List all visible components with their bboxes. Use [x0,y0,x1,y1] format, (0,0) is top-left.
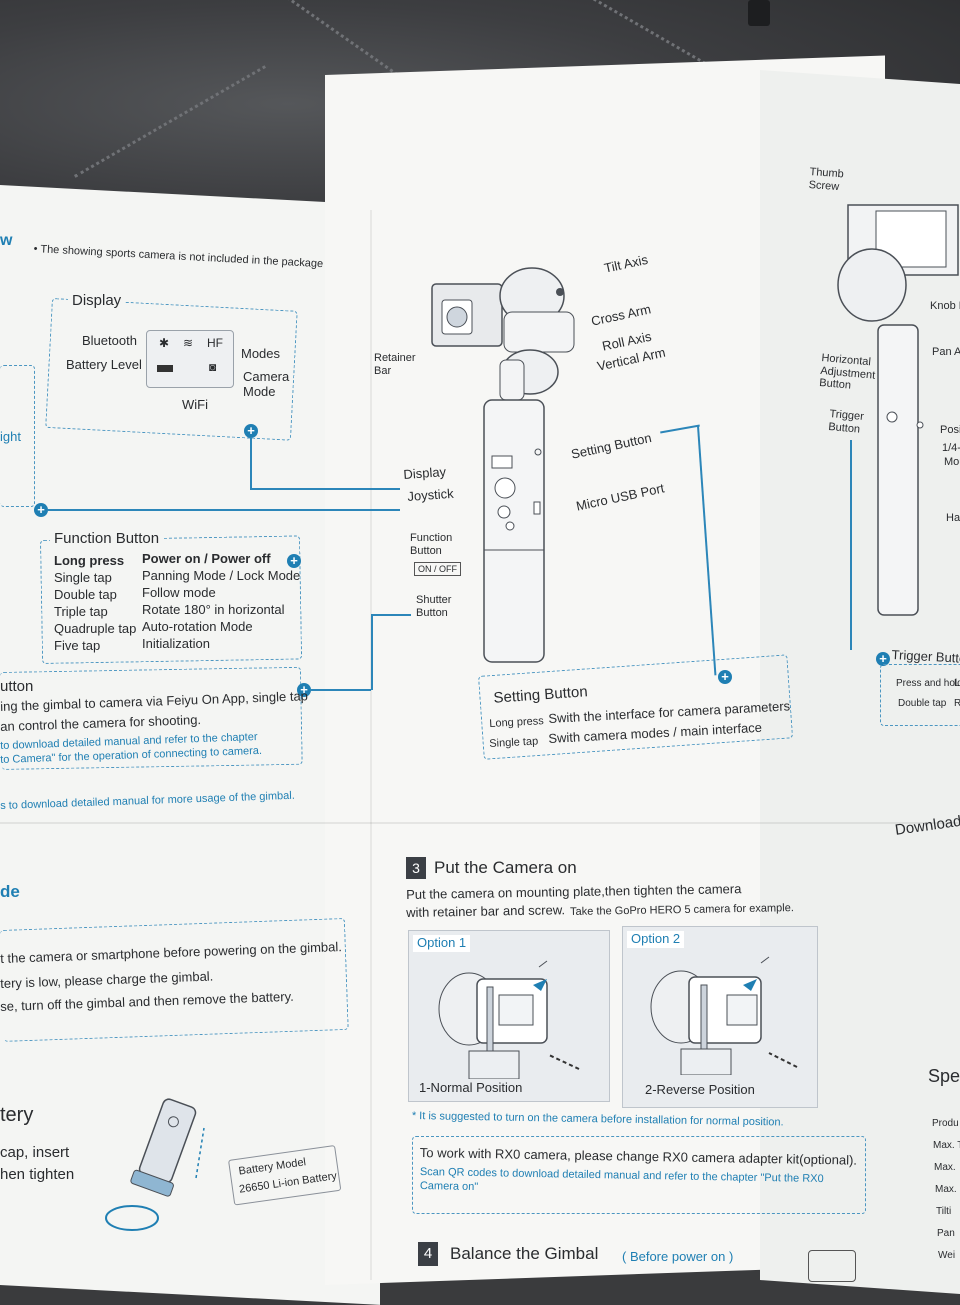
function-action-cell: Double tap [54,587,117,602]
shutter-button-label: Shutter Button [416,594,452,619]
leader-line [850,440,852,650]
function-result-cell: Panning Mode / Lock Mode [142,568,301,583]
callout-plus-icon: + [244,424,258,438]
leader-line [250,438,252,488]
wifi-label: WiFi [182,397,208,412]
function-action-cell: Long press [54,553,125,568]
press-hold-label: Press and hold [896,678,960,689]
function-result-cell: Auto-rotation Mode [142,619,253,634]
function-result-cell: Rotate 180° in horizontal [142,602,285,617]
function-action-cell: Quadruple tap [54,621,137,636]
option1-label: Option 1 [413,935,471,952]
function-result-cell: Initialization [142,636,210,651]
side-fragment-text: ight [0,429,21,444]
fold-crease-horizontal [0,822,960,824]
leader-line [311,689,371,691]
leader-line [371,614,373,690]
camera-mode-label: Camera Mode [243,369,290,399]
step4-subtitle: ( Before power on ) [622,1249,734,1264]
horizontal-adjustment-label: Horizontal Adjustment Button [818,352,876,392]
bluetooth-icon: ✱ [159,336,170,350]
battery-step-line1: cap, insert [0,1144,70,1161]
callout-plus-icon: + [297,683,311,697]
mount-label: Mou [944,456,960,468]
knob-label: Knob F [930,300,960,312]
callout-plus-icon: + [287,554,301,568]
modes-label: Modes [241,346,281,361]
step4-number-badge: 4 [418,1242,438,1266]
handle-label: Han [946,512,960,524]
spec-row-label: Wei [938,1250,956,1261]
quarter-inch-label: 1/4-2 [942,442,960,454]
display-title: Display [68,292,126,310]
app-connect-title: utton [0,678,38,696]
spec-row-label: Max. T [933,1140,960,1151]
display-label: Display [402,464,447,482]
spec-row-label: Max. [935,1184,957,1195]
option2-panel: Option 2 2-Reverse Position [622,926,818,1108]
retainer-bar-label: Retainer Bar [374,352,416,377]
pan-axis-label: Pan Ax [932,346,960,358]
leader-line [250,488,400,490]
function-action-cell: Triple tap [54,604,108,619]
wifi-icon: ≋ [183,336,194,350]
camera-mount-illustration-2 [650,956,798,1075]
camera-mount-illustration-1 [438,960,580,1079]
step4-title: Balance the Gimbal [450,1244,599,1263]
callout-plus-icon: + [876,652,890,666]
function-action-cell: Single tap [54,570,112,585]
callout-plus-icon: + [34,503,48,517]
function-result-cell: Follow mode [142,585,216,600]
spec-heading: Spec [928,1066,960,1086]
normal-position-label: 1-Normal Position [419,1080,523,1095]
press-hold-result: Lo [954,678,960,689]
camera-icon: ◙ [209,360,217,374]
option2-label: Option 2 [627,931,685,948]
camera-icon [808,1250,856,1282]
spec-row-label: Pan [937,1228,955,1239]
step3-number-badge: 3 [406,857,426,879]
function-action-cell: Five tap [54,638,101,653]
double-tap-result: R [954,698,960,709]
zipper-pull [748,0,770,26]
function-result-cell: Power on / Power off [142,551,271,566]
spec-row-label: Tilti [936,1206,952,1217]
double-tap-label: Double tap [898,698,947,709]
fold-crease-vertical [370,210,372,1280]
bluetooth-label: Bluetooth [82,333,137,348]
reverse-position-label: 2-Reverse Position [645,1082,755,1097]
spec-row-label: Produ [932,1118,959,1129]
option1-panel: Option 1 1-Normal Position [408,930,610,1102]
side-dashed-box [0,365,35,507]
leader-line [48,509,400,511]
on-off-tag: ON / OFF [414,562,461,577]
section-heading-fragment: w [0,232,13,249]
position-label: Posit [940,424,960,436]
battery-insert-illustration [105,1098,205,1231]
function-button-title: Function Button [50,530,164,548]
step3-line2: with retainer bar and screw. [405,902,566,920]
battery-step-line2: hen tighten [0,1166,75,1183]
leader-line [371,614,411,616]
setting-action-cell: Single tap [489,735,539,750]
trigger-button-box [880,664,960,726]
rx0-box [412,1136,866,1214]
gimbal-side-diagram [837,204,959,616]
hf-mode-label: HF [207,336,223,350]
spec-row-label: Max. [934,1162,956,1173]
gimbal-diagram [431,267,575,663]
callout-plus-icon: + [718,670,732,684]
guide-heading: de [0,882,20,901]
battery-level-label: Battery Level [66,357,142,372]
step3-title: Put the Camera on [434,858,577,877]
battery-heading: tery [0,1104,34,1126]
function-button-label: Function Button [410,532,453,557]
trigger-button-label: Trigger Button [827,408,865,436]
display-screen-illustration: ✱ ≋ HF ◙ [146,330,234,388]
rx0-line3: Camera on" [419,1180,479,1194]
quilt-stitch [73,65,267,178]
battery-icon [157,365,173,372]
